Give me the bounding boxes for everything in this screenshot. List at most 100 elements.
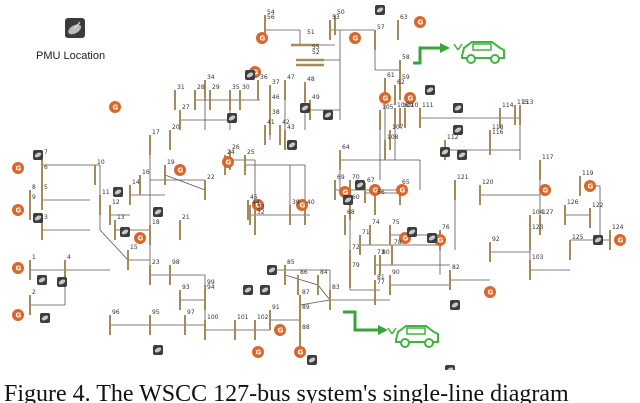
satellite-dish-icon (355, 180, 365, 190)
bus-label: 92 (492, 236, 500, 243)
satellite-dish-icon (427, 233, 437, 243)
generator-label: G (373, 187, 379, 195)
satellite-dish-icon (440, 147, 450, 157)
figure-caption: Figure 4. The WSCC 127-bus system's sing… (4, 381, 569, 403)
generator-icon (296, 199, 308, 211)
satellite-dish-icon (407, 227, 417, 237)
bus-label: 63 (400, 14, 408, 21)
bus-label: 77 (377, 279, 385, 286)
bus-label: 37 (272, 79, 280, 86)
bus-label: 10 (97, 159, 105, 166)
satellite-dish-icon (323, 110, 333, 120)
satellite-dish-icon (445, 365, 455, 370)
bus-label: 96 (112, 309, 120, 316)
bus-label: 110 (407, 102, 419, 109)
buses (29, 15, 611, 350)
bus-label: 25 (247, 149, 255, 156)
generator-label: G (418, 19, 424, 27)
bus-label: 24 (227, 149, 235, 156)
bus-label: 117 (542, 154, 554, 161)
bus-label: 95 (152, 309, 160, 316)
satellite-dish-icon (457, 150, 467, 160)
generator-label: G (543, 187, 549, 195)
bus-label: 67 (367, 177, 375, 184)
generator-icon (414, 16, 426, 28)
generator-label: G (138, 235, 144, 243)
bus-label: 114 (502, 102, 514, 109)
bus-label: 81 (377, 274, 385, 281)
bus-label: 125 (572, 234, 584, 241)
satellite-dish-icon (113, 187, 123, 197)
satellite-dish-icon (343, 195, 353, 205)
generator-icon (379, 92, 391, 104)
generator-label: G (16, 312, 22, 320)
satellite-dish-icon (37, 275, 47, 285)
bus-label: 112 (447, 134, 459, 141)
bus-label: 79 (352, 262, 360, 269)
generator-icon (174, 164, 186, 176)
bus-label: 59 (402, 74, 410, 81)
bus-label: 15 (130, 244, 138, 251)
satellite-dish-icon (33, 213, 43, 223)
bus-label: 40 (307, 199, 315, 206)
generator-icon (256, 32, 268, 44)
transmission-line (317, 284, 331, 301)
bus-label: 71 (362, 229, 370, 236)
bus-label: 49 (312, 94, 320, 101)
bus-label: 89 (302, 304, 310, 311)
bus-label: 28 (197, 84, 205, 91)
bus-label: 2 (32, 289, 36, 296)
bus-label: 116 (492, 129, 504, 136)
satellite-dish-icon (65, 18, 85, 38)
satellite-dish-icon (120, 227, 130, 237)
bus-label: 106 (397, 102, 409, 109)
generator-label: G (408, 95, 414, 103)
bus-label: 54 (267, 9, 275, 16)
bus-label: 8 (32, 184, 36, 191)
bus-label: 3 (44, 214, 48, 221)
transmission-line (299, 299, 331, 306)
bus-label: 9 (32, 194, 36, 201)
generator-icon (614, 234, 626, 246)
bus-label: 18 (152, 219, 160, 226)
satellite-dish-icon (227, 113, 237, 123)
satellite-dish-icon (245, 70, 255, 80)
bus-label: 82 (452, 264, 460, 271)
bus-label: 108 (387, 134, 399, 141)
bus-label: 50 (337, 9, 345, 16)
bus-label: 7 (44, 149, 48, 156)
bus-label: 119 (582, 170, 594, 177)
bus-label: 100 (207, 314, 219, 321)
bus-label: 32 (257, 209, 265, 216)
generator-label: G (226, 159, 232, 167)
bus-label: 113 (522, 99, 534, 106)
bus-label: 26 (232, 144, 240, 151)
bus-label: 105 (382, 104, 394, 111)
bus-label: 43 (287, 124, 295, 131)
generator-label: G (253, 69, 259, 77)
generator-icon (12, 262, 24, 274)
satellite-dish-icon (425, 85, 435, 95)
bus-label: 6 (44, 164, 48, 171)
bus-label: 98 (172, 259, 180, 266)
electric-car-icon (387, 325, 439, 348)
generator-label: G (16, 265, 22, 273)
bus-label: 5 (44, 184, 48, 191)
generator-label: G (16, 165, 22, 173)
bus-label: 1 (32, 254, 36, 261)
bus-label: 56 (267, 14, 275, 21)
bus-label: 20 (172, 124, 180, 131)
satellite-dish-icon (40, 313, 50, 323)
bus-label: 31 (177, 84, 185, 91)
bus-label: 22 (207, 174, 215, 181)
generator-icon (252, 199, 264, 211)
bus-label: 57 (377, 24, 385, 31)
ev-charging-top (413, 41, 505, 65)
generator-icon (274, 324, 286, 336)
generator-label: G (300, 202, 306, 210)
generator-label: G (618, 237, 624, 245)
ev-charging-bottom (343, 310, 439, 348)
bus-label: 90 (392, 269, 400, 276)
bus-label: 55 (312, 44, 320, 51)
